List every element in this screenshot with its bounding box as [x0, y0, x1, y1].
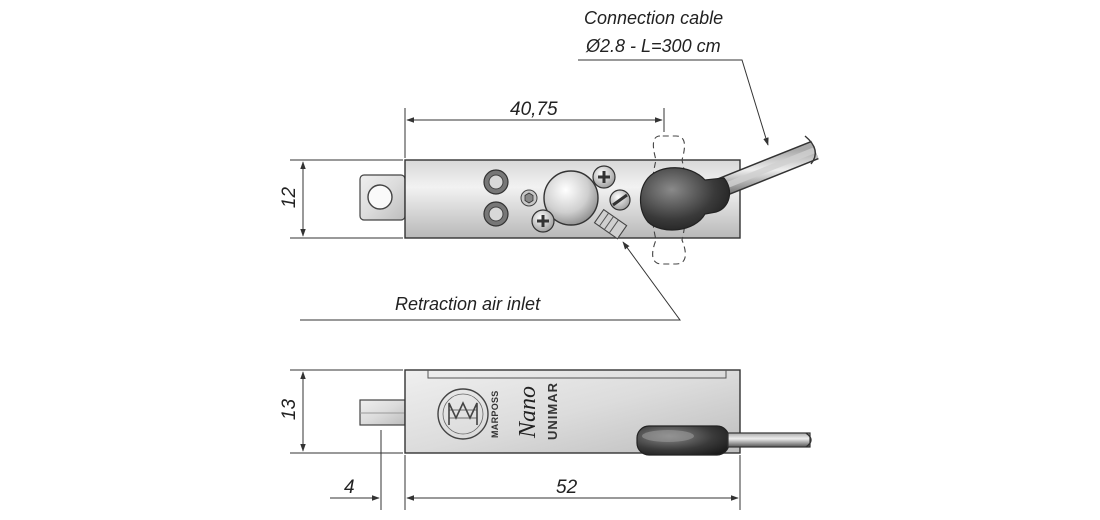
marposs-logo-icon — [437, 388, 489, 440]
dim-bottom-length: 52 — [556, 477, 578, 498]
bottom-dimensions — [290, 369, 741, 510]
top-dimensions — [290, 59, 769, 321]
dim-top-length: 40,75 — [510, 99, 558, 120]
dim-bottom-offset: 4 — [344, 477, 355, 498]
brand-text: MARPOSS — [490, 390, 500, 438]
bottom-cable — [727, 432, 812, 448]
top-holes — [483, 169, 538, 227]
slotted-screw-icon — [609, 189, 631, 211]
top-tab-hole — [367, 184, 393, 210]
cable-label-line2: Ø2.8 - L=300 cm — [586, 36, 721, 56]
dim-top-height: 12 — [279, 186, 301, 209]
top-ball — [543, 170, 599, 226]
bottom-view: MARPOSS Nano UNIMAR — [359, 369, 812, 456]
dashed-clearance — [650, 135, 688, 265]
product-script: Nano — [515, 386, 541, 439]
air-inlet-label: Retraction air inlet — [395, 294, 541, 314]
cable-label-line1: Connection cable — [584, 8, 724, 28]
product-name: UNIMAR — [545, 382, 560, 440]
air-inlet-fitting — [593, 208, 628, 240]
phillips-screw-icon — [531, 165, 616, 233]
top-view — [359, 135, 819, 265]
dim-bottom-height: 13 — [279, 398, 301, 421]
top-plug — [639, 167, 731, 231]
